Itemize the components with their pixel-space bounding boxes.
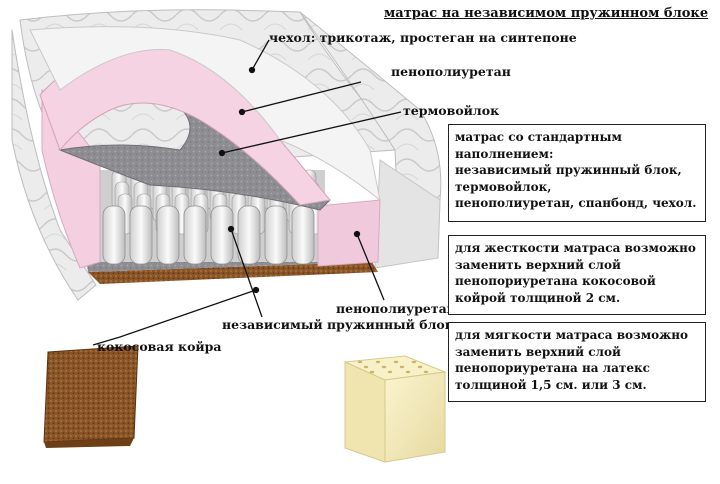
diagram-title: матрас на независимом пружинном блоке xyxy=(384,6,709,21)
firm-line: для жесткости матраса возможно xyxy=(455,241,696,255)
side-foam-block xyxy=(317,199,381,267)
spring-block-label: независимый пружинный блок xyxy=(222,317,454,332)
spring-pocket xyxy=(237,205,261,265)
spring-pocket xyxy=(264,205,288,265)
latex-hole xyxy=(381,365,387,369)
coconut-sample xyxy=(43,345,139,443)
latex-hole xyxy=(369,370,375,374)
latex-sample xyxy=(343,355,447,463)
spring-pocket xyxy=(102,205,126,265)
cover-label: чехол: трикотаж, простеган на синтепоне xyxy=(269,30,577,45)
mattress-left-side xyxy=(11,29,97,301)
standard-line: наполнением: xyxy=(455,146,554,161)
firm-line: койрой толщиной 2 см. xyxy=(455,290,621,305)
standard-line: матрас со стандартным xyxy=(455,130,622,144)
spring-pocket xyxy=(156,205,180,265)
cover-peeled xyxy=(29,26,381,202)
standard-line: независимый пружинный блок, xyxy=(455,163,682,177)
latex-hole xyxy=(393,360,399,364)
coconut-sample-edge xyxy=(44,438,134,448)
spring-pocket xyxy=(210,205,234,265)
felt-label: термовойлок xyxy=(403,103,500,118)
soft-line: заменить верхний слой xyxy=(455,344,621,359)
standard-filling-box: матрас со стандартным наполнением: незав… xyxy=(448,124,706,222)
pointer-lines xyxy=(92,39,402,346)
standard-line: термовойлок, xyxy=(455,179,552,194)
foam-side-label: пенополиуретан xyxy=(336,301,456,316)
latex-hole xyxy=(417,365,423,369)
soft-line: для мягкости матраса возможно xyxy=(455,328,689,342)
spring-pocket xyxy=(183,205,207,265)
latex-hole xyxy=(357,360,363,364)
coconut-base-strip xyxy=(88,262,378,284)
coconut-label: кокосовая койра xyxy=(97,339,222,354)
spring-pocket xyxy=(129,205,153,265)
latex-hole xyxy=(375,360,381,364)
latex-hole xyxy=(405,370,411,374)
standard-line: пенополиуретан, спанбонд, чехол. xyxy=(455,196,697,210)
latex-hole xyxy=(411,360,417,364)
latex-hole xyxy=(399,365,405,369)
firmness-option-box: для жесткости матраса возможно заменить … xyxy=(448,235,706,315)
spring-pocket xyxy=(291,205,315,265)
firm-line: пенопориуретана кокосовой xyxy=(455,274,656,288)
soft-line: пенопориуретана на латекс xyxy=(455,361,650,375)
firm-line: заменить верхний слой xyxy=(455,257,621,272)
soft-line: толщиной 1,5 см. или 3 см. xyxy=(455,377,647,392)
foam-top-label: пенополиуретан xyxy=(391,64,511,79)
softness-option-box: для мягкости матраса возможно заменить в… xyxy=(448,322,706,402)
latex-hole xyxy=(363,365,369,369)
latex-hole xyxy=(387,370,393,374)
latex-hole xyxy=(423,370,429,374)
